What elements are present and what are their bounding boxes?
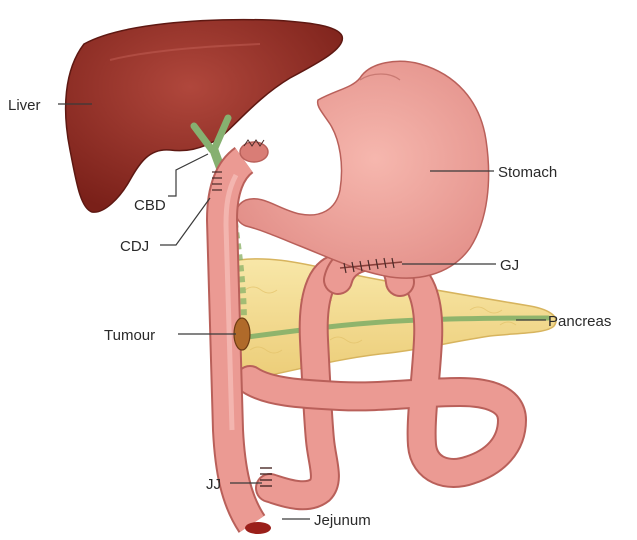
label-gj: GJ	[500, 257, 519, 274]
label-jejunum: Jejunum	[314, 512, 371, 529]
tumour	[234, 318, 250, 350]
label-cbd: CBD	[134, 197, 166, 214]
label-liver: Liver	[8, 97, 41, 114]
label-jj: JJ	[206, 476, 221, 493]
label-pancreas: Pancreas	[548, 313, 611, 330]
label-stomach: Stomach	[498, 164, 557, 181]
label-cdj: CDJ	[120, 238, 149, 255]
stomach	[236, 61, 488, 278]
label-tumour: Tumour	[104, 327, 155, 344]
liver	[66, 20, 343, 213]
